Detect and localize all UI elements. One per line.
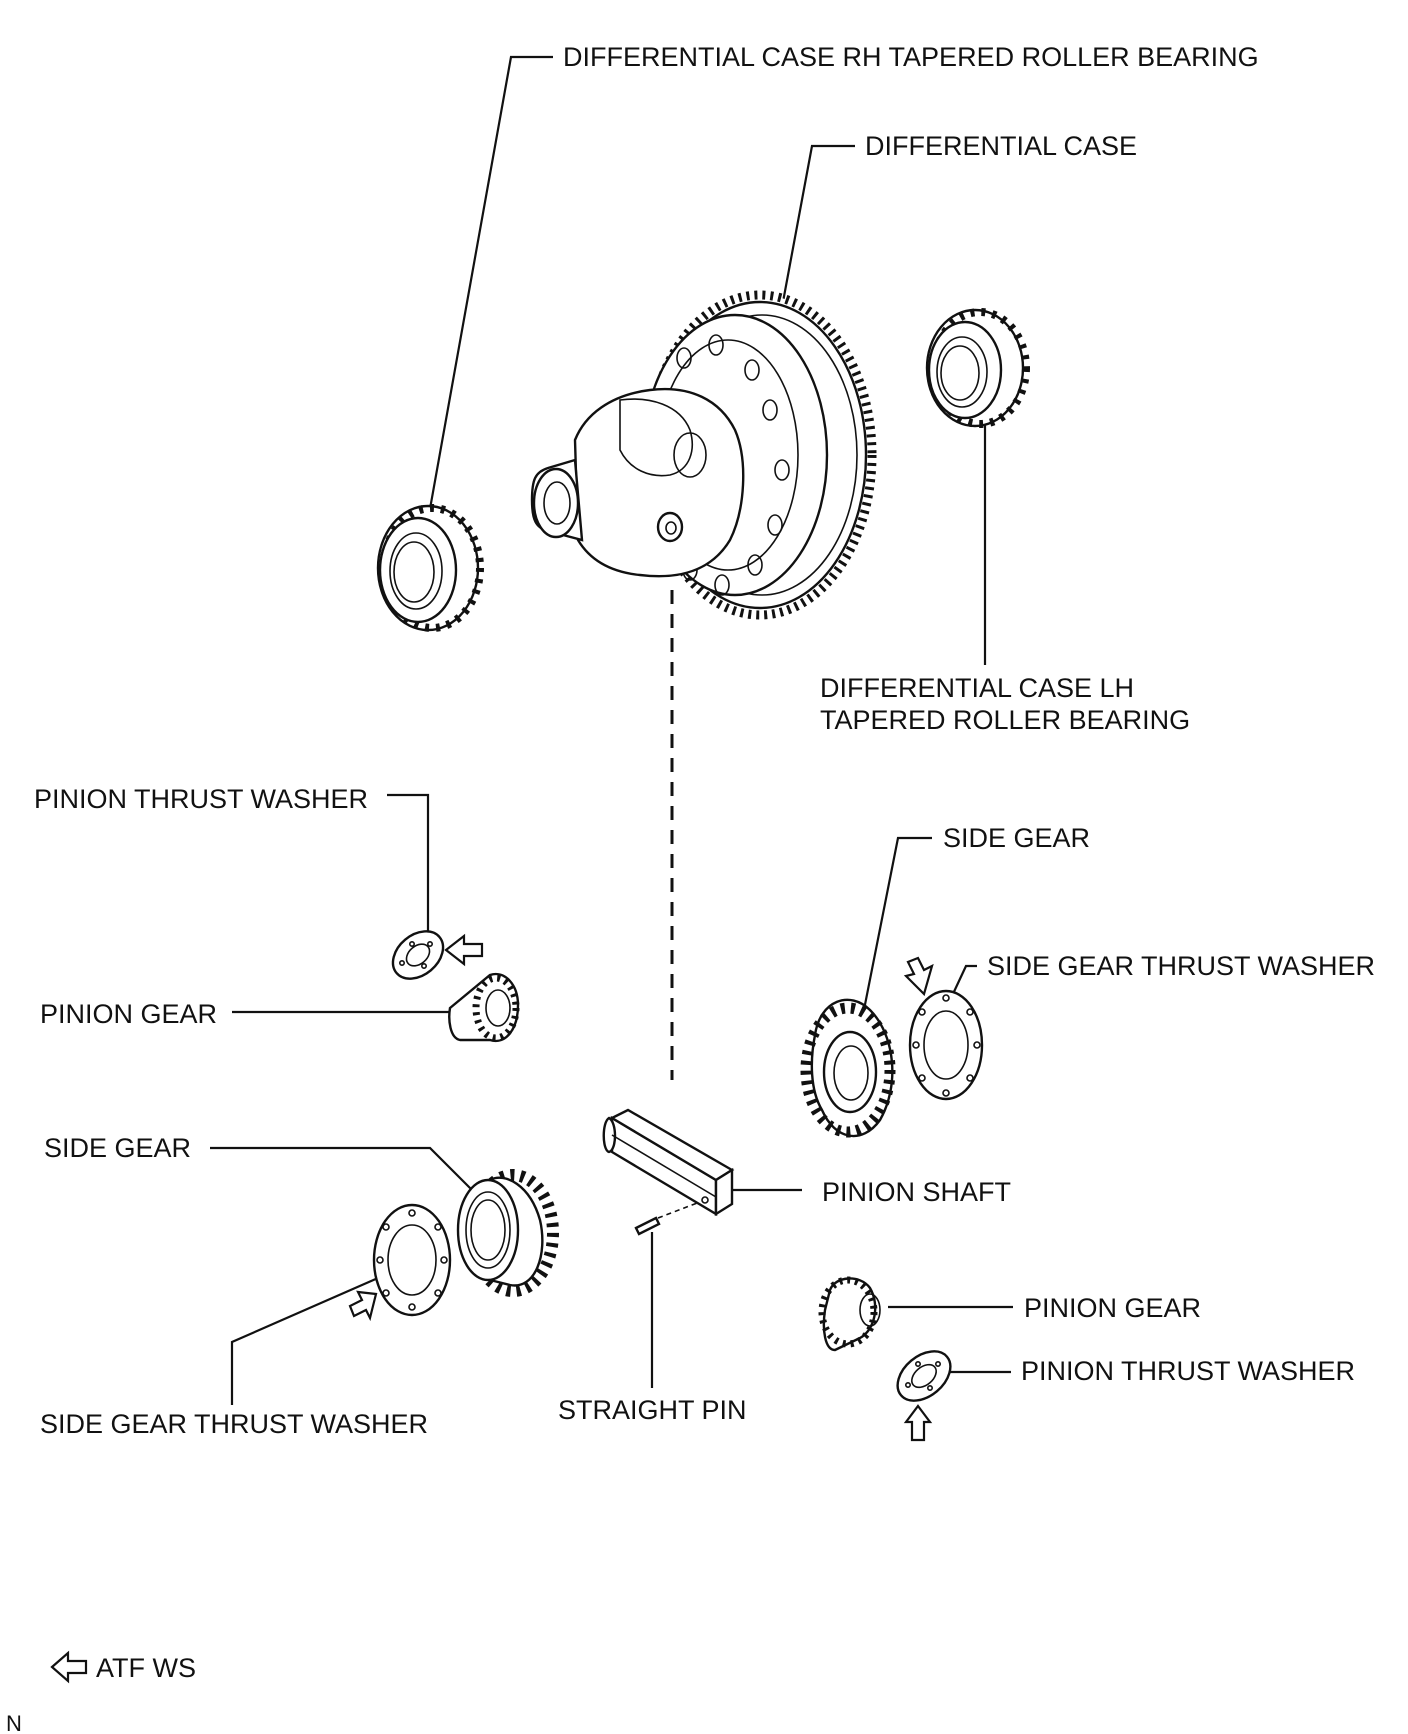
label-rh-bearing: DIFFERENTIAL CASE RH TAPERED ROLLER BEAR… (563, 42, 1259, 72)
straight-pin (634, 1216, 661, 1236)
leader-side-gear-right (856, 836, 932, 1041)
leader-side-gear-thrust-washer-right (951, 964, 977, 997)
leader-pinion-thrust-washer-left (387, 793, 430, 945)
legend-atf-ws-arrow (50, 1650, 88, 1684)
label-pinion-gear-left: PINION GEAR (40, 999, 217, 1029)
case-body (573, 387, 745, 578)
leader-rh-bearing (426, 55, 553, 521)
atf-ws-arrow-side-washer-right (903, 956, 934, 997)
side-gear-thrust-washer-right (908, 989, 984, 1101)
pinion-gear-left (448, 972, 520, 1043)
label-lh-bearing-line1: DIFFERENTIAL CASE LH (820, 673, 1134, 703)
lh-tapered-roller-bearing (925, 308, 1030, 428)
label-pinion-gear-right: PINION GEAR (1024, 1293, 1201, 1323)
label-pinion-thrust-washer-left: PINION THRUST WASHER (34, 784, 368, 814)
case-window (619, 398, 694, 477)
legend-atf-ws-label: ATF WS (96, 1653, 196, 1683)
case-pin-hole (656, 511, 684, 543)
side-gear-left-teeth (467, 1169, 559, 1297)
case-hub-end (532, 467, 580, 539)
rh-bearing-rollers (380, 504, 484, 632)
pinion-gear-right (818, 1276, 881, 1352)
case-pinion-bore (673, 432, 707, 478)
leader-differential-case (778, 144, 855, 319)
atf-ws-arrow-pinion-washer-left (444, 933, 484, 967)
side-gear-right-teeth (800, 1002, 896, 1138)
label-straight-pin: STRAIGHT PIN (558, 1395, 747, 1425)
label-pinion-thrust-washer-right: PINION THRUST WASHER (1021, 1356, 1355, 1386)
case-pin-hole-inner (665, 521, 677, 535)
atf-ws-arrow-side-washer-left (348, 1290, 378, 1322)
differential-case (530, 290, 877, 620)
label-side-gear-right: SIDE GEAR (943, 823, 1090, 853)
pinion-thrust-washer-right (896, 1350, 952, 1402)
atf-ws-arrow-pinion-washer-right (903, 1404, 933, 1442)
label-side-gear-thrust-washer-left: SIDE GEAR THRUST WASHER (40, 1409, 428, 1439)
rh-tapered-roller-bearing (376, 504, 484, 632)
pinion-gear-left-teeth (472, 974, 520, 1042)
case-hub-bore (543, 481, 571, 525)
lh-bearing-rollers (930, 308, 1030, 428)
side-gear-right (800, 998, 896, 1138)
side-gear-left (456, 1169, 559, 1297)
label-pinion-shaft: PINION SHAFT (822, 1177, 1011, 1207)
leader-side-gear-left (210, 1146, 479, 1197)
label-differential-case: DIFFERENTIAL CASE (865, 131, 1137, 161)
pinion-thrust-washer-left (391, 930, 445, 980)
label-side-gear-left: SIDE GEAR (44, 1133, 191, 1163)
label-lh-bearing-line2: TAPERED ROLLER BEARING (820, 705, 1190, 735)
figure-code: N (6, 1711, 22, 1734)
pinion-shaft (602, 1108, 735, 1217)
pinion-gear-right-teeth (818, 1276, 878, 1348)
side-gear-thrust-washer-left (372, 1203, 452, 1317)
label-side-gear-thrust-washer-right: SIDE GEAR THRUST WASHER (987, 951, 1375, 981)
leader-side-gear-thrust-washer-left (230, 1276, 379, 1405)
